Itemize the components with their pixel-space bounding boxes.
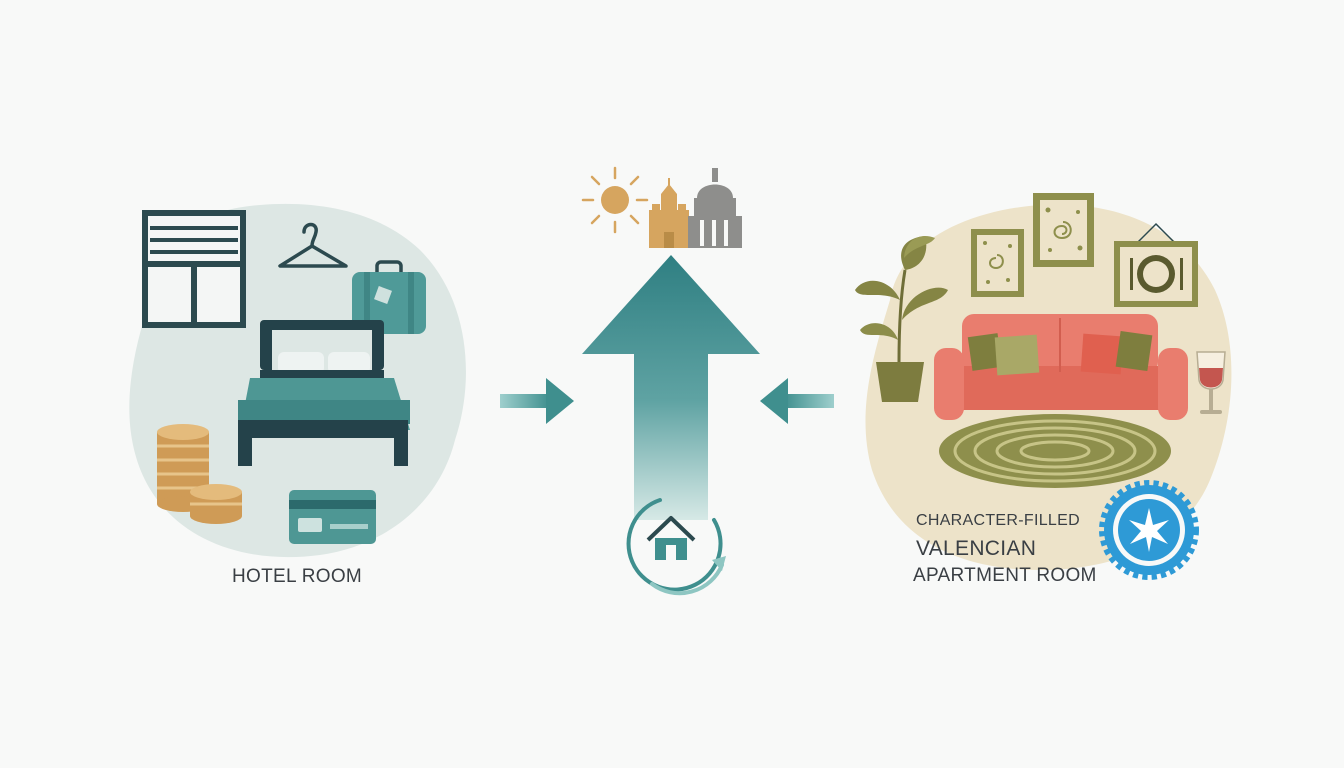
sun-icon [581, 166, 649, 234]
bed-icon [238, 320, 410, 466]
left-arrow-icon [760, 378, 834, 424]
plant-icon [855, 236, 948, 402]
apartment-label-line1: CHARACTER-FILLED [916, 512, 1080, 529]
plate-frame-icon [1114, 222, 1198, 307]
badge-icon [1099, 480, 1199, 580]
sofa-icon [934, 314, 1188, 420]
church-icon [649, 178, 689, 248]
window-icon [142, 210, 246, 328]
credit-card-icon [289, 490, 376, 544]
rug-icon [939, 414, 1171, 488]
picture-frame-icon [1033, 193, 1094, 267]
apartment-label-line3: APARTMENT ROOM [913, 565, 1097, 586]
suitcase-icon [352, 260, 426, 334]
hanger-icon [278, 222, 348, 268]
hotel-room-label: HOTEL ROOM [232, 566, 363, 587]
picture-frame-icon [971, 229, 1024, 297]
apartment-label-line2: VALENCIAN [916, 537, 1037, 560]
home-refresh-icon [626, 498, 726, 596]
up-arrow-icon [582, 255, 760, 520]
dome-building-icon [688, 168, 742, 248]
right-arrow-icon [500, 378, 574, 424]
wine-glass-icon [1196, 351, 1226, 414]
coins-icon [157, 424, 242, 524]
